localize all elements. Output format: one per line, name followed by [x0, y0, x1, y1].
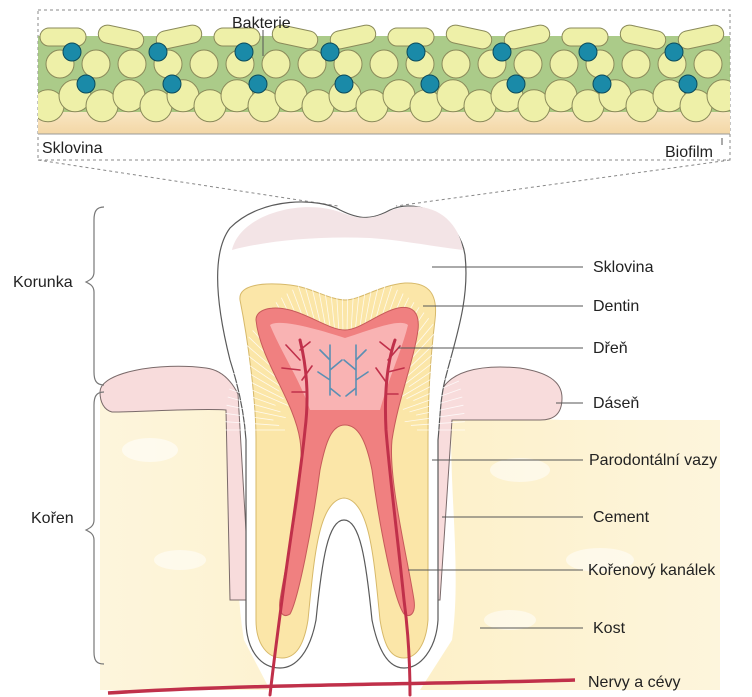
label-pulp: Dřeň	[593, 340, 628, 357]
bacterium-coccus	[550, 50, 578, 78]
bacterium-blue	[579, 43, 597, 61]
bacterium-coccus	[190, 50, 218, 78]
crown-label: Korunka	[13, 274, 73, 291]
label-dentin: Dentin	[593, 298, 639, 315]
root-label: Kořen	[31, 510, 74, 527]
bacterium-blue	[149, 43, 167, 61]
bacterium-blue	[593, 75, 611, 93]
bacterium-rod	[388, 28, 434, 46]
inset-bacteria-label: Bakterie	[232, 15, 291, 32]
bacterium-coccus	[442, 50, 470, 78]
zoom-connector	[38, 160, 730, 206]
biofilm-inset: Bakterie Sklovina Biofilm	[32, 10, 752, 161]
inset-enamel-label: Sklovina	[42, 140, 103, 157]
bacterium-blue	[665, 43, 683, 61]
bacterium-blue	[249, 75, 267, 93]
bacterium-blue	[507, 75, 525, 93]
label-periodontal-ligament: Parodontální vazy	[589, 452, 717, 469]
label-gum: Dáseň	[593, 395, 639, 412]
label-cement: Cement	[593, 509, 650, 526]
bacterium-coccus	[622, 50, 650, 78]
bacterium-coccus	[514, 50, 542, 78]
bacterium-coccus	[82, 50, 110, 78]
bacterium-coccus	[370, 50, 398, 78]
bacteria-cluster	[32, 23, 752, 121]
label-bone: Kost	[593, 620, 626, 637]
inset-biofilm-label: Biofilm	[665, 144, 713, 161]
bacterium-blue	[77, 75, 95, 93]
bacterium-coccus	[694, 50, 722, 78]
tooth	[218, 202, 466, 695]
bacterium-coccus	[707, 80, 739, 112]
bacterium-blue	[321, 43, 339, 61]
bacterium-blue	[407, 43, 425, 61]
bacterium-blue	[235, 43, 253, 61]
bacterium-rod	[736, 28, 752, 46]
bacterium-blue	[493, 43, 511, 61]
bacterium-blue	[679, 75, 697, 93]
bacterium-blue	[335, 75, 353, 93]
bacterium-blue	[421, 75, 439, 93]
bacterium-rod	[40, 28, 86, 46]
bacterium-blue	[163, 75, 181, 93]
label-enamel: Sklovina	[593, 259, 654, 276]
label-root-canal: Kořenový kanálek	[588, 562, 716, 579]
bacterium-coccus	[262, 50, 290, 78]
label-nerves-vessels: Nervy a cévy	[588, 674, 680, 691]
bacterium-coccus	[118, 50, 146, 78]
bacterium-blue	[63, 43, 81, 61]
